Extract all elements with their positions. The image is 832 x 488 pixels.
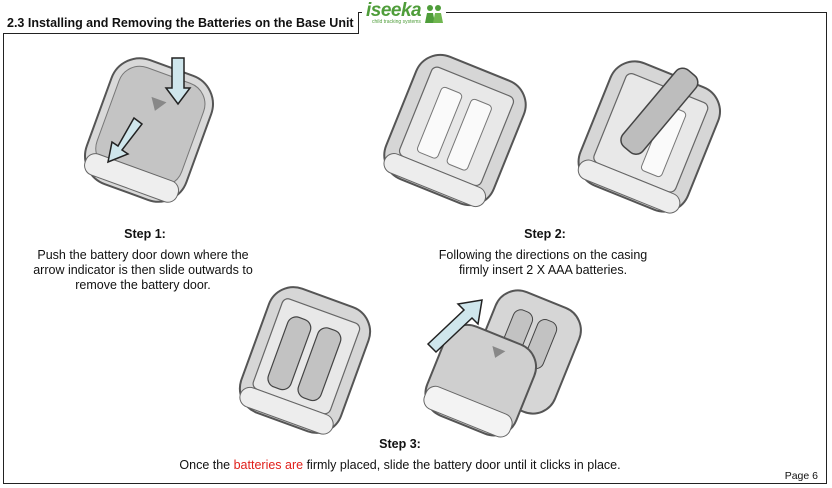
step2-insert-battery-illustration [577, 60, 721, 214]
step3-installed-illustration [238, 286, 372, 435]
step1-device-illustration [84, 57, 214, 203]
step3-label: Step 3: [379, 437, 421, 451]
brand-logo: iseeka child tracking systems [362, 0, 446, 28]
page-number: Page 6 [784, 470, 818, 482]
step1-label: Step 1: [124, 227, 166, 241]
battery-icon [620, 67, 699, 155]
slide-out-arrow-icon [106, 116, 144, 164]
step3-text-before: Once the [179, 458, 234, 472]
push-down-arrow-icon [164, 57, 192, 106]
slide-in-arrow-icon [426, 299, 483, 354]
step3-instructions: Once the batteries are firmly placed, sl… [120, 458, 680, 473]
step1-instructions: Push the battery door down where the arr… [33, 248, 253, 292]
step3-text-after: firmly placed, slide the battery door un… [303, 458, 621, 472]
children-icon [425, 5, 443, 23]
logo-wordmark: iseeka [366, 0, 422, 21]
logo-tagline: child tracking systems [372, 19, 421, 25]
step2-instructions: Following the directions on the casing f… [438, 248, 648, 277]
step2-compartment-illustration [383, 53, 527, 208]
step2-label: Step 2: [524, 227, 566, 241]
section-title: 2.3 Installing and Removing the Batterie… [3, 12, 359, 34]
step3-close-door-illustration [423, 289, 582, 438]
step3-text-highlight: batteries are [233, 458, 304, 472]
